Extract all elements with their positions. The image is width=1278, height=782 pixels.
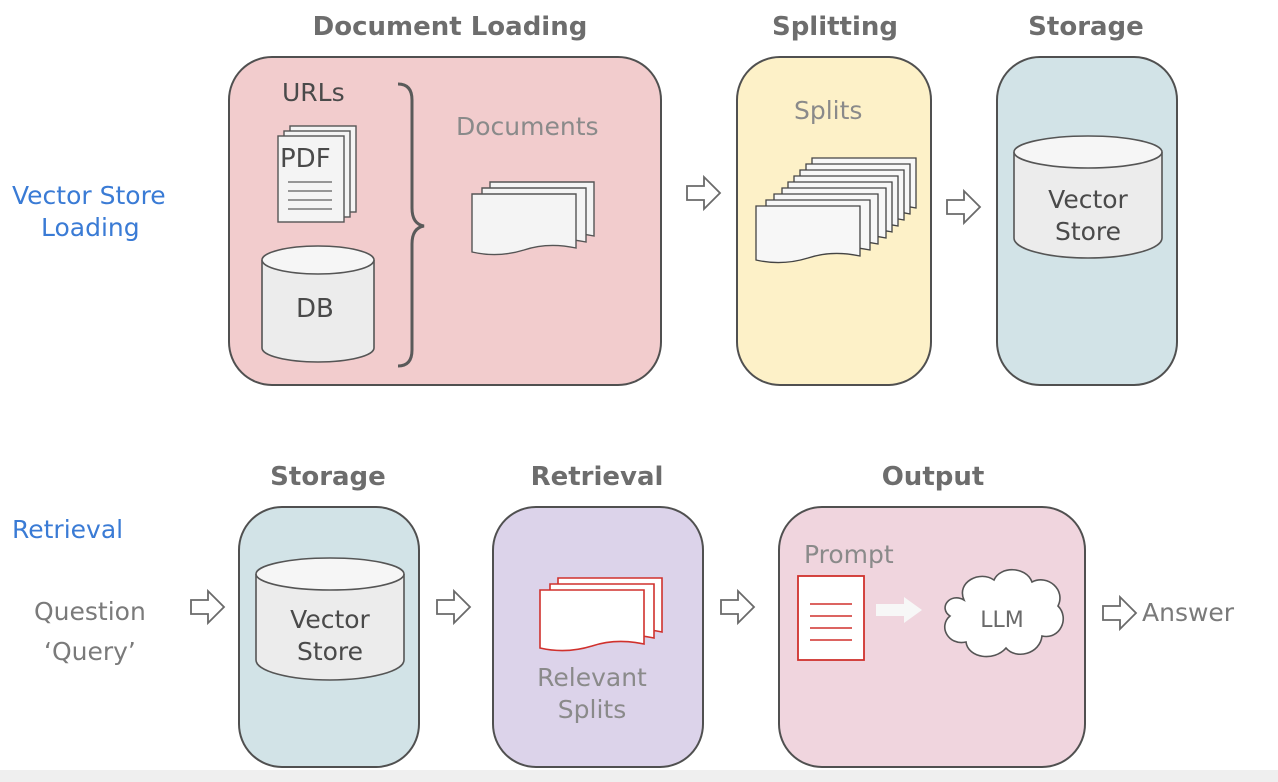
answer-label: Answer [1142, 598, 1235, 627]
vector-store-label-bottom: Vector Store [240, 604, 420, 668]
output-box: Prompt LLM [778, 506, 1086, 768]
storage-box-bottom: Vector Store [238, 506, 420, 768]
prompt-document-icon [797, 575, 865, 661]
pdf-stack-icon [277, 125, 357, 223]
relevant-splits-stack-icon [539, 577, 663, 652]
relevant-splits-label: Relevant Splits [494, 662, 690, 726]
row-label-line-1: Vector Store [12, 181, 166, 210]
vector-store-label-top: Vector Store [998, 184, 1178, 248]
db-cylinder-icon [261, 245, 375, 363]
arrow-right-icon-2 [946, 188, 982, 226]
documents-stack-icon [471, 181, 595, 256]
row-label-retrieval: Retrieval [12, 515, 124, 544]
arrow-right-icon-6 [1102, 594, 1138, 632]
vector-store-cylinder-icon-bottom [255, 557, 405, 681]
brace-icon [397, 82, 425, 368]
arrow-right-icon-5 [720, 588, 756, 626]
prompt-to-llm-arrow-icon [876, 597, 922, 623]
row-label-line-2: Loading [41, 213, 140, 242]
title-document-loading: Document Loading [312, 12, 588, 42]
splitting-box: Splits [736, 56, 932, 386]
vector-store-label-line-2: Store [296, 637, 364, 666]
vector-store-label-line-2: Store [1054, 217, 1122, 246]
db-label: DB [296, 294, 334, 324]
bottom-strip [0, 770, 1278, 782]
arrow-right-icon-3 [190, 588, 226, 626]
row-label-vector-store-loading: Vector Store Loading [12, 180, 166, 244]
pdf-label: PDF [280, 144, 331, 174]
vector-store-label-line-1: Vector [290, 605, 370, 634]
title-storage-bottom: Storage [270, 462, 386, 492]
question-label-line-2: ‘Query’ [44, 637, 136, 666]
relevant-splits-line-1: Relevant [537, 663, 647, 692]
storage-box-top: Vector Store [996, 56, 1178, 386]
documents-label: Documents [456, 112, 599, 141]
title-splitting: Splitting [771, 12, 899, 42]
splits-stack-icon [755, 157, 917, 264]
title-output: Output [881, 462, 985, 492]
llm-label: LLM [980, 608, 1024, 633]
title-storage-top: Storage [1028, 12, 1144, 42]
prompt-label: Prompt [804, 540, 894, 569]
vector-store-label-line-1: Vector [1048, 185, 1128, 214]
question-label-line-1: Question [34, 597, 146, 626]
question-label: Question ‘Query’ [34, 592, 146, 672]
llm-cloud-icon [944, 568, 1064, 658]
retrieval-box: Relevant Splits [492, 506, 704, 768]
vector-store-cylinder-icon-top [1013, 135, 1163, 259]
arrow-right-icon-4 [436, 588, 472, 626]
splits-label: Splits [794, 96, 863, 125]
urls-label: URLs [282, 78, 345, 107]
title-retrieval: Retrieval [530, 462, 664, 492]
arrow-right-icon-1 [686, 174, 722, 212]
relevant-splits-line-2: Splits [557, 695, 627, 724]
document-loading-box: URLs PDF DB Documents [228, 56, 662, 386]
